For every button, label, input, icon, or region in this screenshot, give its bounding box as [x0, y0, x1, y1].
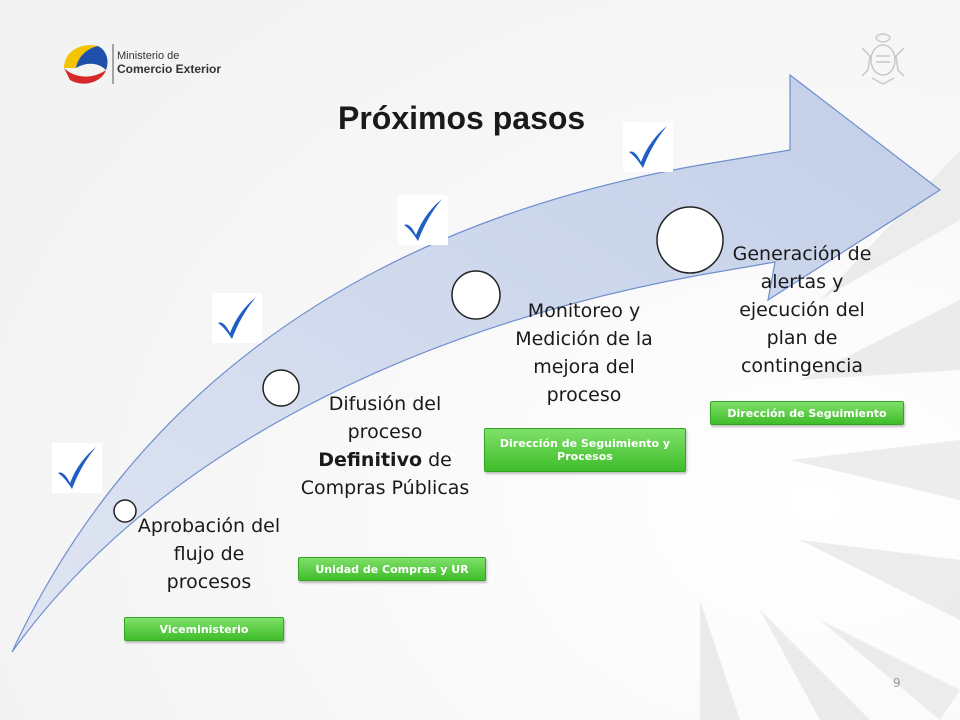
step-2-marker [262, 369, 300, 407]
check-icon [623, 122, 673, 172]
step-2-label-post: de Compras Públicas [300, 449, 470, 499]
check-icon [398, 195, 448, 245]
step-3-label: Monitoreo y Medición de la mejora del pr… [515, 300, 653, 406]
step-2-label: Difusión del proceso Definitivo de Compr… [300, 390, 470, 502]
logo-text: Ministerio de Comercio Exterior [117, 50, 221, 76]
slide-title: Próximos pasos [338, 100, 586, 136]
check-icon [212, 293, 262, 343]
step-1-marker [113, 499, 137, 523]
coat-of-arms-icon [861, 33, 905, 85]
page-number: 9 [893, 676, 901, 690]
step-4-marker [656, 206, 724, 274]
step-1-tag: Viceministerio [124, 617, 284, 641]
step-3-marker [451, 270, 501, 320]
logo-emblem-icon [64, 45, 108, 84]
step-1-label: Aprobación del flujo de procesos [137, 515, 281, 593]
step-2-tag: Unidad de Compras y UR [298, 557, 486, 581]
step-4-tag: Dirección de Seguimiento [710, 401, 904, 425]
logo-line2: Comercio Exterior [117, 62, 222, 76]
step-3-tag: Dirección de Seguimiento y Procesos [484, 428, 686, 472]
step-4-label: Generación de alertas y ejecución del pl… [732, 243, 872, 377]
logo-line1: Ministerio de [117, 50, 180, 62]
step-2-label-bold: Definitivo [318, 449, 423, 471]
check-icon [52, 443, 102, 493]
ministerio-logo [64, 44, 114, 84]
step-2-label-pre: Difusión del proceso [328, 393, 442, 443]
